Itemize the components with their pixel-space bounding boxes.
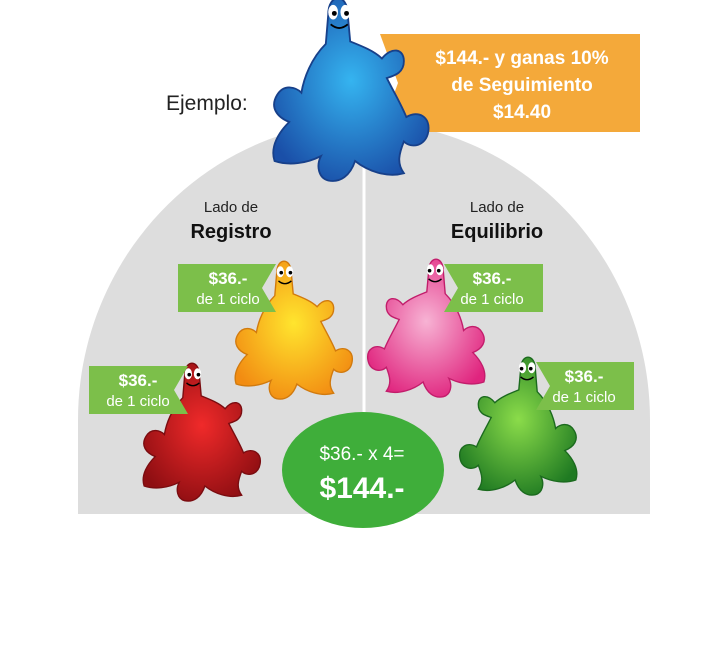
tag-cycle: de 1 ciclo	[460, 291, 523, 308]
puzzle-mascot-icon	[458, 356, 578, 496]
tag-amount: $36.-	[119, 371, 158, 390]
left-side-caption: Lado de	[204, 199, 258, 216]
tag-cycle: de 1 ciclo	[196, 291, 259, 308]
right-side-title: Equilibrio	[451, 221, 543, 243]
tag-amount: $36.-	[209, 269, 248, 288]
tag-amount: $36.-	[565, 367, 604, 386]
cycle-tag: $36.- de 1 ciclo	[536, 362, 634, 410]
total-amount: $144.-	[319, 472, 404, 505]
tag-amount: $36.-	[473, 269, 512, 288]
tag-cycle: de 1 ciclo	[106, 393, 169, 410]
puzzle-mascot-icon	[234, 260, 354, 400]
tag-cycle: de 1 ciclo	[552, 389, 615, 406]
cycle-tag: $36.- de 1 ciclo	[89, 366, 188, 414]
total-badge: $36.- x 4= $144.-	[282, 412, 444, 528]
example-label: Ejemplo:	[166, 92, 248, 115]
right-side-caption: Lado de	[470, 199, 524, 216]
banner-line-1: $144.- y ganas 10%	[435, 48, 608, 69]
banner-line-3: $14.40	[493, 102, 551, 123]
puzzle-mascot-icon	[272, 0, 430, 182]
top-banner: $144.- y ganas 10% de Seguimiento $14.40	[380, 34, 640, 132]
cycle-tag: $36.- de 1 ciclo	[444, 264, 543, 312]
banner-line-2: de Seguimiento	[451, 75, 592, 96]
left-side-title: Registro	[190, 221, 271, 243]
total-formula: $36.- x 4=	[319, 444, 404, 465]
puzzle-mascot-icon	[366, 258, 486, 398]
cycle-tag: $36.- de 1 ciclo	[178, 264, 276, 312]
puzzle-mascot-icon	[142, 362, 262, 502]
